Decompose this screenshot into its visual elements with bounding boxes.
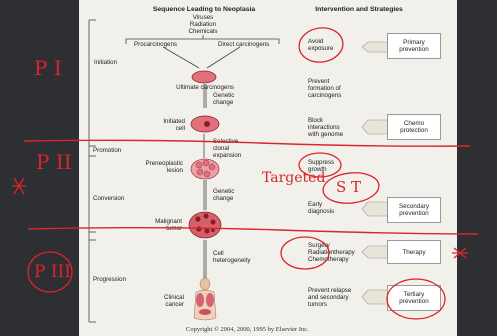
relapse-line3: tumors — [308, 301, 327, 308]
avoid-line1: Avoid — [308, 38, 324, 45]
block-line2: interactions — [308, 124, 340, 131]
therapy-label: Therapy — [402, 248, 426, 256]
primary-line1: Primary — [403, 39, 425, 46]
early-diagnosis-text: Early diagnosis — [308, 201, 334, 215]
ink-st: S T — [336, 178, 362, 196]
prevent-line2: formation of — [308, 85, 341, 92]
suppress-growth-text: Suppress growth — [308, 159, 334, 173]
malignant-tumor-icon — [188, 211, 222, 239]
direct-carcinogens-label: Direct carcinogens — [218, 41, 270, 48]
intervention-header: Intervention and Strategies — [315, 6, 403, 13]
ink-circle-st — [322, 172, 380, 204]
stage-progression: Progression — [93, 276, 127, 283]
genetic-change-2-line2: change — [213, 195, 234, 202]
agent-radiation: Radiation — [189, 21, 217, 28]
clinical-cancer-body-icon — [193, 277, 217, 321]
cell-heterogeneity-label: Cell heterogeneity — [213, 250, 251, 264]
ink-circle-p3 — [27, 251, 73, 293]
initiated-cell-line1: Initiated — [163, 118, 185, 125]
agent-chemicals: Chemicals — [188, 28, 218, 35]
secondary-line1: Secondary — [398, 203, 430, 210]
early-line1: Early — [308, 201, 323, 208]
chemo-line2: protection — [400, 127, 428, 134]
ink-p2: P II — [36, 150, 72, 174]
procarcinogens-label: Procarcinogens — [134, 41, 177, 48]
ink-circle-avoid — [298, 27, 344, 63]
selective-line3: expansion — [213, 152, 242, 159]
surgery-line3: Chemotherapy — [308, 256, 349, 263]
sequence-header: Sequence Leading to Neoplasia — [152, 6, 256, 13]
ultimate-cell-icon — [191, 70, 217, 84]
block-interactions-text: Block interactions with genome — [308, 117, 343, 138]
hetero-line1: Cell — [213, 250, 224, 257]
genetic-change-2-line1: Genetic — [213, 188, 235, 195]
relapse-line2: and secondary — [308, 294, 349, 301]
suppress-line2: growth — [308, 166, 327, 173]
stage-initiation: Initiation — [94, 59, 118, 66]
initiated-cell-label: Initiated cell — [159, 118, 185, 132]
suppress-line1: Suppress — [308, 159, 335, 166]
genetic-change-1-line2: change — [213, 99, 234, 106]
initiated-cell-line2: cell — [175, 125, 185, 132]
genetic-change-1-line1: Genetic — [213, 92, 235, 99]
ink-star-left — [12, 177, 26, 195]
clinical-line1: Clinical — [164, 294, 184, 301]
surgery-line2: Radiationtherapy — [308, 249, 355, 256]
ink-star-right — [452, 247, 468, 259]
preneo-line1: Preneoplastic — [145, 160, 184, 167]
prevent-relapse-text: Prevent relapse and secondary tumors — [308, 287, 351, 308]
tertiary-line2: prevention — [399, 298, 429, 305]
avoid-exposure-text: Avoid exposure — [308, 38, 333, 52]
malignant-line1: Malignant — [155, 218, 182, 225]
genetic-change-label-2: Genetic change — [213, 188, 234, 202]
ink-targeted: Targeted — [262, 170, 326, 186]
ultimate-carcinogens-label: Ultimate carcinogens — [176, 84, 234, 91]
prevent-formation-text: Prevent formation of carcinogens — [308, 78, 341, 99]
initiated-cell-nucleus-icon — [204, 121, 210, 127]
tertiary-line1: Tertiary — [403, 291, 425, 298]
ink-p3: P III — [34, 262, 71, 282]
stage-promotion: Promotion — [93, 147, 122, 154]
genetic-change-label-1: Genetic change — [213, 92, 234, 106]
relapse-line1: Prevent relapse — [308, 287, 352, 294]
clinical-cancer-label: Clinical cancer — [158, 294, 184, 308]
copyright-notice: Copyright © 2004, 2000, 1995 by Elsevier… — [186, 326, 309, 333]
ink-circle-suppress — [298, 152, 342, 178]
ink-circle-tertiary — [386, 278, 446, 320]
chemo-line1: Chemo — [403, 120, 425, 127]
preneoplastic-lesion-label: Preneoplastic lesion — [133, 160, 184, 174]
block-line3: with genome — [308, 131, 344, 138]
primary-line2: prevention — [399, 46, 429, 53]
agents-label: Viruses Radiation Chemicals — [178, 14, 228, 35]
selective-line2: clonal — [213, 145, 230, 152]
agent-viruses: Viruses — [192, 14, 214, 21]
stage-conversion: Conversion — [93, 195, 125, 202]
therapy-box: Therapy — [387, 240, 441, 264]
preneo-line2: lesion — [166, 167, 183, 174]
ink-circle-surgery — [280, 236, 330, 270]
prevent-line3: carcinogens — [308, 92, 342, 99]
secondary-line2: prevention — [399, 210, 429, 217]
hetero-line2: heterogeneity — [213, 257, 251, 264]
avoid-line2: exposure — [308, 45, 334, 52]
ink-line-top — [23, 139, 471, 147]
ink-line-bottom — [27, 227, 479, 235]
block-line1: Block — [308, 117, 324, 124]
preneoplastic-lesion-icon — [190, 158, 220, 180]
prevent-line1: Prevent — [308, 78, 330, 85]
surgery-therapy-text: Surgery Radiationtherapy Chemotherapy — [308, 242, 355, 263]
early-line2: diagnosis — [308, 208, 335, 215]
ink-p1: P I — [34, 56, 62, 80]
clinical-line2: cancer — [165, 301, 184, 308]
surgery-line1: Surgery — [308, 242, 330, 249]
